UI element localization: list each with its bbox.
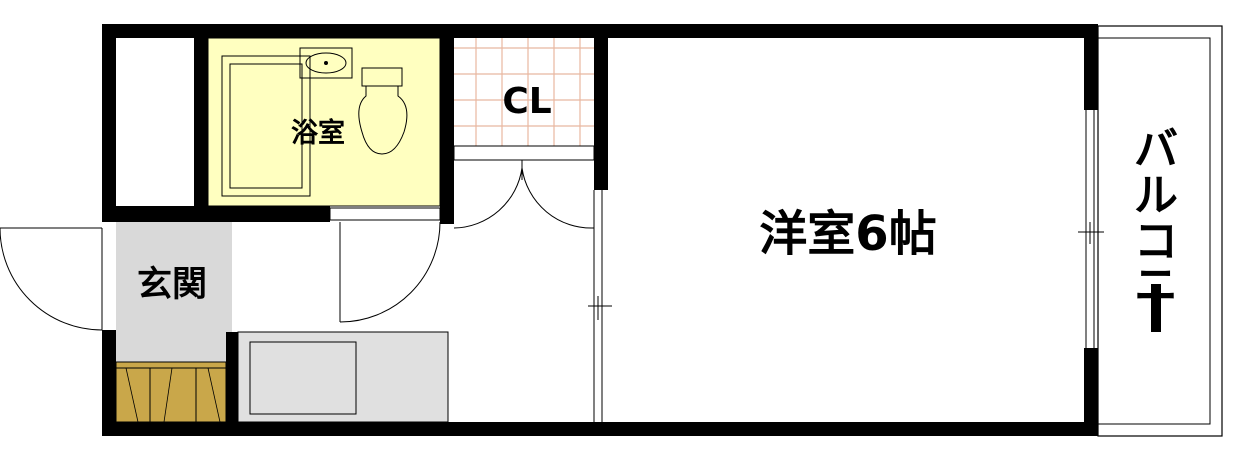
bathroom-door — [339, 221, 441, 323]
balcony-char-5 — [1151, 284, 1161, 332]
bathroom-area — [207, 37, 441, 207]
closet-doors — [453, 160, 595, 229]
balcony-window — [1078, 110, 1104, 348]
balcony-area — [1097, 25, 1223, 437]
shoe-box — [115, 361, 227, 423]
closet-label: CL — [502, 81, 551, 122]
kitchen-counter — [237, 331, 449, 423]
entrance-area — [116, 222, 232, 362]
entrance-label: 玄関 — [137, 265, 207, 305]
bathroom-threshold — [329, 207, 441, 221]
closet-tiles — [454, 38, 594, 146]
balcony-char-1: バ — [1134, 124, 1178, 175]
balcony-label: バ ル コ ニ — [1134, 124, 1178, 332]
closet-shelf — [453, 145, 595, 161]
walls — [102, 24, 1098, 436]
balcony-char-2: ル — [1134, 170, 1178, 221]
balcony-char-3: コ — [1134, 216, 1178, 267]
sink-icon — [299, 47, 353, 79]
sliding-door — [588, 190, 612, 422]
bathroom-label: 浴室 — [291, 117, 345, 149]
entrance-door — [0, 227, 103, 331]
bathtub-icon — [221, 55, 311, 197]
western-room-label: 洋室6帖 — [759, 206, 936, 262]
toilet-icon — [358, 67, 408, 155]
